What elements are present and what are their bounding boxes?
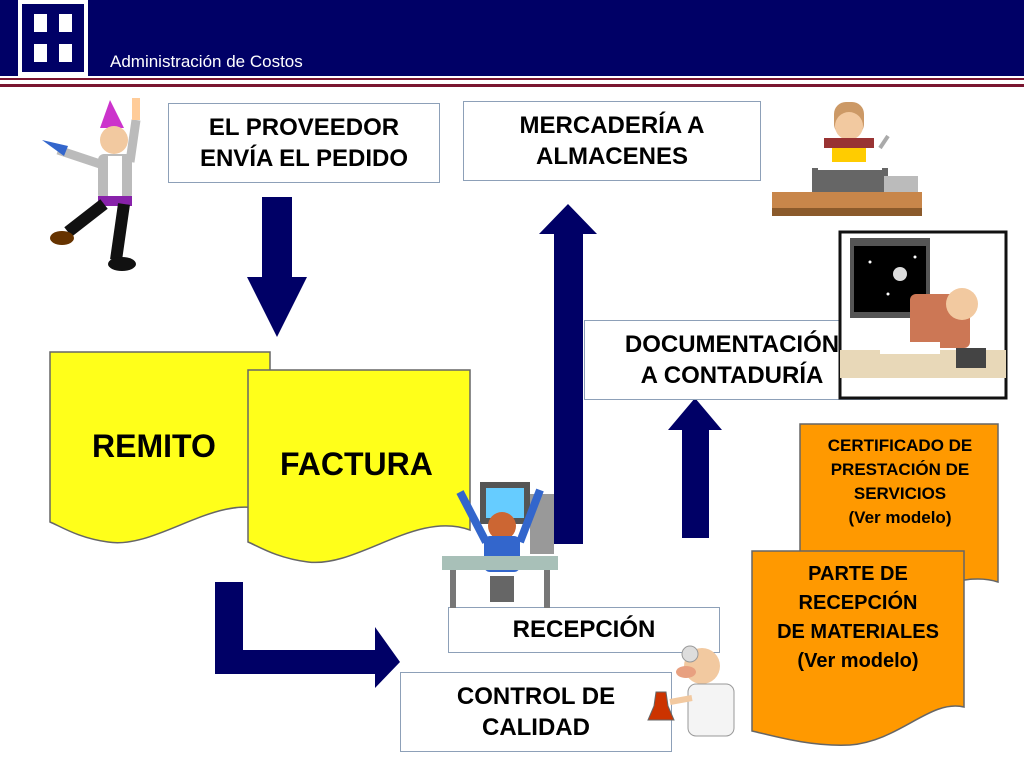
proveedor-line-2: ENVÍA EL PEDIDO — [199, 145, 409, 172]
certificado-line-4: (Ver modelo) — [848, 508, 952, 527]
certificado-line-2: PRESTACIÓN DE — [830, 460, 970, 479]
utn-logo-icon — [22, 4, 84, 72]
mercaderia-line-1: MERCADERÍA A — [519, 111, 705, 139]
chemist-clipart — [647, 645, 735, 737]
remito-label: REMITO — [92, 428, 216, 464]
certificado-label: CERTIFICADO DE PRESTACIÓN DE SERVICIOS (… — [800, 434, 1000, 530]
party-man-clipart — [42, 98, 141, 271]
documentacion-box: DOCUMENTACIÓN A CONTADURÍA — [584, 320, 880, 400]
header-bar — [0, 0, 1024, 76]
control-line-2: CALIDAD — [481, 714, 590, 741]
up-arrow-tall — [539, 204, 597, 544]
parte-line-1: PARTE DE — [808, 563, 908, 585]
parte-recepcion-label: PARTE DE RECEPCIÓN DE MATERIALES (Ver mo… — [752, 560, 964, 676]
factura-label: FACTURA — [280, 446, 433, 482]
factura-document — [247, 369, 471, 564]
parte-line-3: DE MATERIALES — [777, 621, 939, 643]
proveedor-box: EL PROVEEDOR ENVÍA EL PEDIDO — [168, 103, 440, 183]
header-rule — [0, 78, 1024, 80]
certificado-line-3: SERVICIOS — [853, 484, 947, 503]
documentacion-line-1: DOCUMENTACIÓN — [624, 330, 840, 358]
control-line-1: CONTROL DE — [456, 682, 616, 710]
elbow-arrow — [215, 582, 400, 688]
utn-logo — [18, 0, 88, 76]
typist-clipart — [772, 102, 922, 216]
recepcion-label: RECEPCIÓN — [512, 616, 656, 644]
night-worker-clipart — [838, 230, 1008, 400]
mercaderia-box: MERCADERÍA A ALMACENES — [463, 101, 761, 181]
certificado-line-1: CERTIFICADO DE — [827, 436, 973, 455]
up-arrow-short — [668, 398, 722, 538]
documentacion-line-2: A CONTADURÍA — [640, 362, 824, 389]
down-arrow — [247, 197, 307, 337]
control-calidad-box: CONTROL DE CALIDAD — [400, 672, 672, 752]
mercaderia-line-2: ALMACENES — [535, 143, 688, 170]
computer-user-clipart — [442, 482, 558, 608]
proveedor-line-1: EL PROVEEDOR — [208, 113, 400, 141]
header-title: Administración de Costos — [110, 52, 303, 71]
recepcion-box: RECEPCIÓN — [448, 607, 720, 653]
parte-recepcion-document — [751, 550, 965, 746]
parte-line-4: (Ver modelo) — [797, 650, 919, 672]
header-rule-2 — [0, 84, 1024, 87]
parte-line-2: RECEPCIÓN — [798, 592, 918, 614]
